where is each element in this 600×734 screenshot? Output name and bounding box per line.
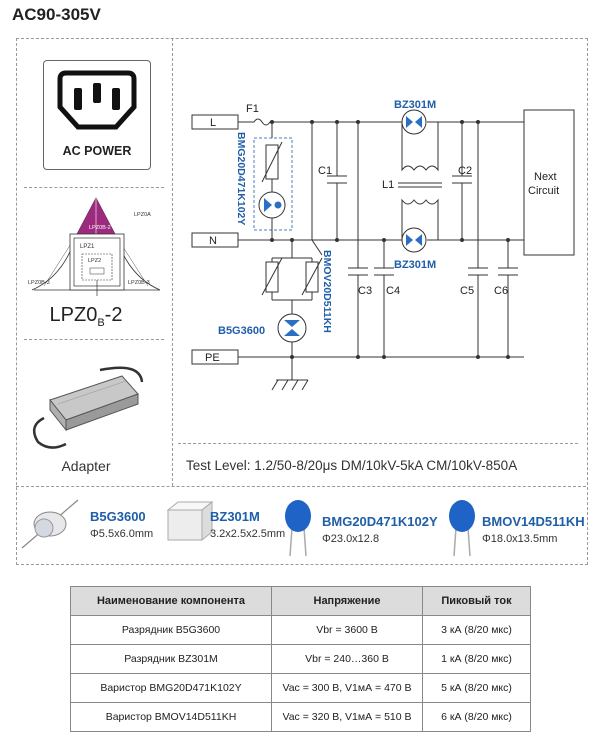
bmov-vertical-label: BMOV20D511KH xyxy=(321,250,333,333)
bz-top-label: BZ301M xyxy=(394,99,436,111)
table-cell: Варистор BMG20D471K102Y xyxy=(70,673,272,703)
adapter-label: Adapter xyxy=(61,458,111,474)
bz-bottom-symbol xyxy=(401,227,427,253)
component-size-bmg20d471k102y: Φ23.0x12.8 xyxy=(322,533,380,545)
component-size-bmov14d511kh: Φ18.0x13.5mm xyxy=(482,533,558,545)
table-cell: Vac = 320 В, V1мА = 510 В xyxy=(271,702,423,732)
table-cell: Vbr = 3600 В xyxy=(271,615,423,645)
c2-label: C2 xyxy=(458,165,472,177)
component-images xyxy=(21,499,475,557)
next-circuit-label-1: Next xyxy=(534,171,557,183)
line-pe-label: PE xyxy=(205,352,220,364)
page-title: AC90-305V xyxy=(12,5,101,24)
spec-table-header-row: Наименование компонента Напряжение Пиков… xyxy=(70,586,531,616)
lpz-right-label: LPZ0B-3 xyxy=(128,280,150,286)
table-cell: Vbr = 240…360 В xyxy=(271,644,423,674)
bz-bottom-label: BZ301M xyxy=(394,259,436,271)
component-size-b5g3600: Φ5.5x6.0mm xyxy=(90,528,154,540)
panel-divider-2 xyxy=(24,339,164,340)
table-cell: 3 кА (8/20 мкс) xyxy=(422,615,531,645)
lpz1-label: LPZ1 xyxy=(80,244,95,250)
bmg-vertical-label: BMG20D471K102Y xyxy=(235,132,247,225)
table-cell: Варистор BMOV14D511KH xyxy=(70,702,272,732)
c4-label: C4 xyxy=(386,285,400,297)
table-row: Варистор BMOV14D511KH Vac = 320 В, V1мА … xyxy=(70,702,531,732)
fuse-label: F1 xyxy=(246,103,259,115)
iec-socket-icon xyxy=(57,70,137,130)
lpz-top-label: LPZ0A xyxy=(134,212,151,218)
diagram-frame xyxy=(16,38,588,565)
lpz-zone-illustration: LPZ0A LPZ0B-2 LPZ1 LPZ2 LPZ0B-3 LPZ0B-3 xyxy=(28,197,161,296)
adapter-image xyxy=(32,366,144,449)
spec-header-peak-current: Пиковый ток xyxy=(422,586,531,616)
b5g-gdt-symbol xyxy=(277,313,307,343)
line-l-label: L xyxy=(210,117,216,129)
b5g-label: B5G3600 xyxy=(218,325,265,337)
c1-label: C1 xyxy=(318,165,332,177)
c3-label: C3 xyxy=(358,285,372,297)
table-cell: Vac = 300 В, V1мА = 470 В xyxy=(271,673,423,703)
bmg20d471k102y-image xyxy=(285,500,311,557)
panel-divider-1 xyxy=(24,187,164,188)
lpz-main-label: LPZ0B-2 xyxy=(49,304,123,329)
ac-power-panel: AC POWER xyxy=(43,60,151,170)
spec-header-component: Наименование компонента xyxy=(70,586,272,616)
spec-header-voltage: Напряжение xyxy=(271,586,423,616)
bz301m-image xyxy=(166,500,214,542)
l1-label: L1 xyxy=(382,179,394,191)
table-cell: 6 кА (8/20 мкс) xyxy=(422,702,531,732)
component-name-bmg20d471k102y: BMG20D471K102Y xyxy=(322,514,438,529)
table-cell: Разрядник BZ301M xyxy=(70,644,272,674)
bz-top-symbol xyxy=(401,109,427,135)
lpz-left-label: LPZ0B-3 xyxy=(28,280,50,286)
component-name-b5g3600: B5G3600 xyxy=(90,509,146,524)
component-name-bmov14d511kh: BMOV14D511KH xyxy=(482,514,585,529)
spec-table: Наименование компонента Напряжение Пиков… xyxy=(70,586,531,732)
test-level-text: Test Level: 1.2/50-8/20μs DM/10kV-5kA CM… xyxy=(186,458,518,473)
table-row: Разрядник B5G3600 Vbr = 3600 В 3 кА (8/2… xyxy=(70,615,531,645)
table-row: Варистор BMG20D471K102Y Vac = 300 В, V1м… xyxy=(70,673,531,703)
line-l-wire xyxy=(238,118,402,126)
lpz2-label: LPZ2 xyxy=(88,258,101,264)
lpz-top2-label: LPZ0B-2 xyxy=(89,225,111,231)
next-circuit-box xyxy=(523,109,575,256)
table-cell: Разрядник B5G3600 xyxy=(70,615,272,645)
circuit-diagram: L N PE F1 C1 C2 C3 C4 C5 C6 L1 Next Circ… xyxy=(191,99,575,391)
component-size-bz301m: 3.2x2.5x2.5mm xyxy=(210,528,286,540)
panel-separator xyxy=(172,38,173,486)
table-row: Разрядник BZ301M Vbr = 240…360 В 1 кА (8… xyxy=(70,644,531,674)
table-cell: 1 кА (8/20 мкс) xyxy=(422,644,531,674)
bmg-gdt-symbol xyxy=(258,191,286,219)
table-cell: 5 кА (8/20 мкс) xyxy=(422,673,531,703)
next-circuit-label-2: Circuit xyxy=(528,185,559,197)
line-n-label: N xyxy=(209,235,217,247)
c6-label: C6 xyxy=(494,285,508,297)
b5g3600-image xyxy=(21,499,79,549)
c5-label: C5 xyxy=(460,285,474,297)
bmov14d511kh-image xyxy=(449,500,475,557)
component-divider xyxy=(16,486,586,487)
component-name-bz301m: BZ301M xyxy=(210,509,260,524)
ac-power-label: AC POWER xyxy=(62,144,132,158)
circuit-divider xyxy=(178,443,578,444)
